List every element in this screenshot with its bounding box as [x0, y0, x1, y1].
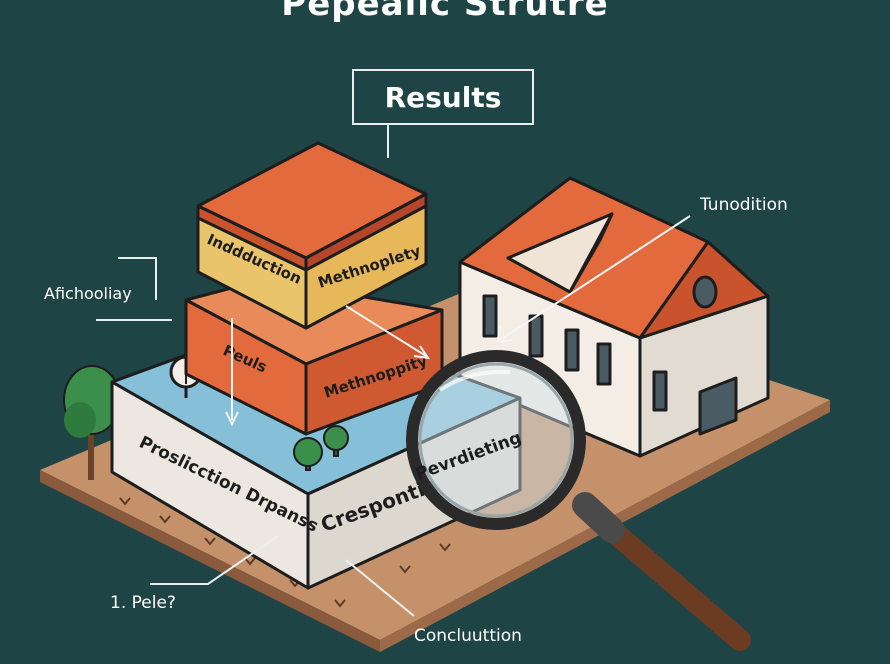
- small-tree-icon: [293, 425, 349, 471]
- magnifier-icon: [406, 350, 751, 651]
- results-box: Results: [352, 69, 534, 125]
- callout-lines: [96, 257, 415, 617]
- house-building: [458, 176, 770, 458]
- page-title: Pepealic Strutre: [281, 0, 609, 24]
- flow-arrows: [225, 215, 691, 427]
- callout-tunodition: Tunodition: [700, 195, 788, 215]
- top-block: [196, 141, 428, 330]
- callout-pele: 1. Pele?: [110, 593, 176, 613]
- callout-conclusion: Concluuttion: [414, 626, 522, 646]
- callout-afichooliay: Afichooliay: [44, 284, 132, 303]
